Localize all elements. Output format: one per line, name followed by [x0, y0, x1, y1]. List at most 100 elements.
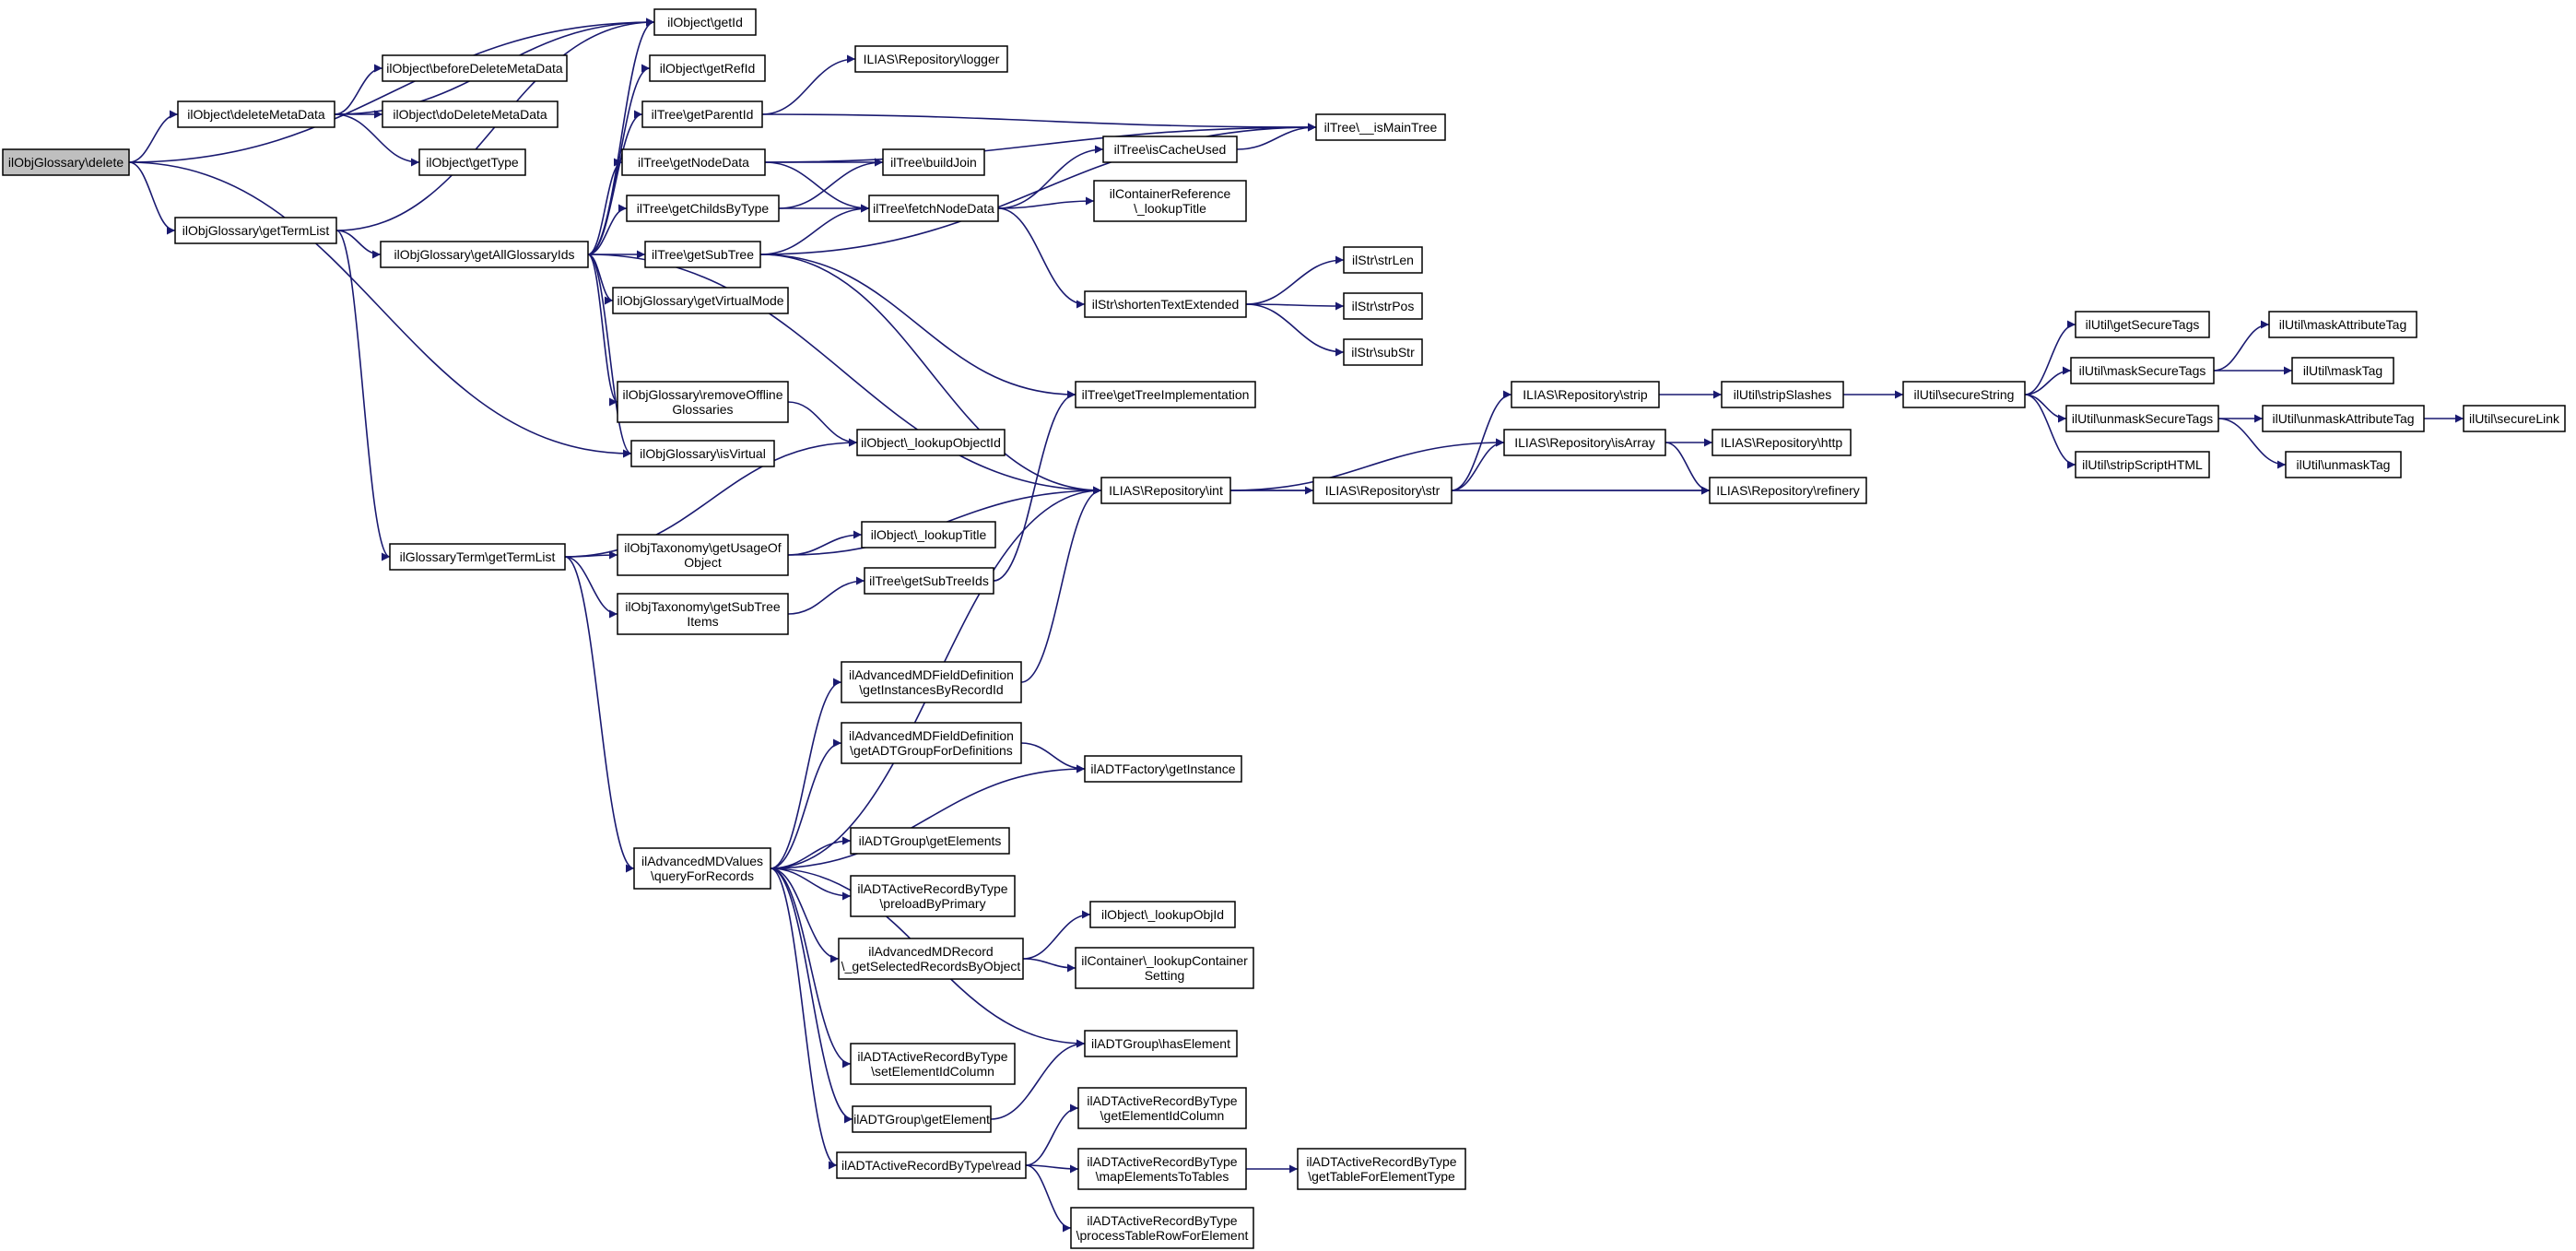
edge-n1-n7	[334, 113, 420, 167]
node-label: ilObject\_lookupObjId	[1101, 907, 1224, 922]
nodes-layer: ilObjGlossary\delete ilObject\deleteMetaD…	[2, 8, 2566, 1249]
call-graph-node[interactable]: ilUtil\secureString	[1902, 381, 2026, 408]
call-graph-node[interactable]: ilADTGroup\getElement	[852, 1105, 992, 1133]
call-graph-node[interactable]: ilStr\subStr	[1343, 338, 1423, 366]
node-box	[852, 1105, 992, 1133]
call-graph-node[interactable]: ilUtil\unmaskAttributeTag	[2262, 405, 2425, 432]
call-graph-node[interactable]: ilTree\getParentId	[641, 100, 763, 128]
call-graph-node[interactable]: ilObject\getType	[418, 148, 526, 176]
node-box	[838, 938, 1024, 980]
call-graph-node[interactable]: ilTree\getNodeData	[621, 148, 766, 176]
node-box	[2070, 357, 2215, 384]
node-label: ilTree\getChildsByType	[637, 201, 770, 216]
call-graph-node[interactable]: ilObject\_lookupObjectId	[856, 429, 1006, 456]
call-graph-node[interactable]: ILIAS\Repository\strip	[1511, 381, 1660, 408]
call-graph-node[interactable]: ilTree\getChildsByType	[626, 195, 780, 222]
edge-n8-n12	[587, 158, 623, 255]
call-graph-node[interactable]: ilUtil\maskSecureTags	[2070, 357, 2215, 384]
call-graph-node[interactable]: ilContainerReference\_lookupTitle	[1093, 180, 1247, 222]
call-graph-node[interactable]: ilTree\buildJoin	[882, 148, 985, 176]
call-graph-node[interactable]: ILIAS\Repository\refinery	[1709, 477, 1867, 504]
call-graph-node[interactable]: ilAdvancedMDFieldDefinition\getADTGroupF…	[841, 722, 1022, 764]
call-graph-node[interactable]: ilAdvancedMDRecord\_getSelectedRecordsBy…	[838, 938, 1024, 980]
edge-n9-n18	[564, 550, 618, 560]
call-graph-node[interactable]: ilTree\isCacheUsed	[1102, 136, 1238, 163]
call-graph-node[interactable]: ilADTFactory\getInstance	[1084, 755, 1242, 783]
call-graph-node[interactable]: ilADTActiveRecordByType\mapElementsToTab…	[1077, 1148, 1247, 1190]
call-graph-node[interactable]: ilStr\strLen	[1343, 246, 1423, 274]
node-box	[1093, 180, 1247, 222]
node-box	[1315, 113, 1446, 141]
call-graph-node[interactable]: ilObjGlossary\delete	[2, 148, 130, 176]
call-graph-node[interactable]: ilGlossaryTerm\getTermList	[389, 543, 566, 571]
call-graph-node[interactable]: ilObject\_lookupTitle	[861, 521, 996, 549]
edge-n34-n45	[1022, 958, 1076, 973]
node-box	[380, 241, 589, 268]
call-graph-node[interactable]: ilObjGlossary\getAllGlossaryIds	[380, 241, 589, 268]
call-graph-node[interactable]: ILIAS\Repository\logger	[854, 45, 1008, 73]
call-graph-node[interactable]: ilUtil\maskTag	[2291, 357, 2394, 384]
call-graph-node[interactable]: ilObject\getRefId	[649, 54, 766, 82]
node-label: ilObjTaxonomy\getSubTree	[625, 599, 781, 614]
call-graph-node[interactable]: ilObject\beforeDeleteMetaData	[382, 54, 568, 82]
node-label: ilTree\getParentId	[652, 107, 754, 122]
call-graph-node[interactable]: ilObject\doDeleteMetaData	[382, 100, 559, 128]
node-label: ilADTActiveRecordByType	[1087, 1093, 1237, 1108]
call-graph-node[interactable]: ilStr\strPos	[1343, 292, 1423, 320]
call-graph-node[interactable]: ilObjGlossary\isVirtual	[630, 440, 775, 467]
call-graph-node[interactable]: ilUtil\stripSlashes	[1721, 381, 1844, 408]
call-graph-node[interactable]: ilTree\getTreeImplementation	[1075, 381, 1256, 408]
call-graph-node[interactable]: ilUtil\unmaskSecureTags	[2065, 405, 2219, 432]
node-box	[617, 381, 789, 423]
call-graph-node[interactable]: ilObjGlossary\getTermList	[174, 217, 337, 244]
node-label: ILIAS\Repository\strip	[1523, 387, 1648, 402]
call-graph-node[interactable]: ilUtil\unmaskTag	[2285, 451, 2402, 478]
call-graph-node[interactable]: ILIAS\Repository\http	[1711, 429, 1852, 456]
call-graph-node[interactable]: ilStr\shortenTextExtended	[1084, 290, 1247, 318]
node-label: ilStr\subStr	[1351, 345, 1415, 360]
call-graph-node[interactable]: ilObject\getId	[653, 8, 757, 36]
call-graph-node[interactable]: ilADTActiveRecordByType\setElementIdColu…	[850, 1043, 1016, 1085]
call-graph-node[interactable]: ilADTGroup\getElements	[850, 827, 1010, 855]
node-label: ilContainerReference	[1110, 186, 1231, 201]
call-graph-node[interactable]: ilADTActiveRecordByType\read	[836, 1151, 1027, 1179]
node-label: ilADTActiveRecordByType	[1087, 1154, 1237, 1169]
node-box	[612, 287, 789, 314]
call-graph-node[interactable]: ilUtil\getSecureTags	[2075, 311, 2210, 338]
call-graph-node[interactable]: ilTree\getSubTree	[644, 241, 761, 268]
call-graph-node[interactable]: ilUtil\maskAttributeTag	[2268, 311, 2417, 338]
call-graph-node[interactable]: ilObject\_lookupObjId	[1089, 901, 1236, 928]
node-label: ilObject\deleteMetaData	[187, 107, 325, 122]
node-box	[836, 1151, 1027, 1179]
edge-n0-n1	[128, 110, 179, 163]
node-box	[1075, 381, 1256, 408]
call-graph-node[interactable]: ilUtil\stripScriptHTML	[2075, 451, 2210, 478]
call-graph-node[interactable]: ilADTActiveRecordByType\getElementIdColu…	[1077, 1087, 1247, 1129]
call-graph-node[interactable]: ilTree\fetchNodeData	[868, 195, 999, 222]
call-graph-node[interactable]: ilADTActiveRecordByType\processTableRowF…	[1070, 1207, 1254, 1249]
node-box	[868, 195, 999, 222]
call-graph-node[interactable]: ilAdvancedMDFieldDefinition\getInstances…	[841, 661, 1022, 703]
call-graph-node[interactable]: ilObject\deleteMetaData	[177, 100, 335, 128]
node-box	[856, 429, 1006, 456]
call-graph-node[interactable]: ilObjGlossary\getVirtualMode	[612, 287, 789, 314]
call-graph-node[interactable]: ilADTActiveRecordByType\getTableForEleme…	[1297, 1148, 1466, 1190]
call-graph-node[interactable]: ilAdvancedMDValues\queryForRecords	[633, 847, 771, 890]
edge-n11-n21	[761, 54, 856, 115]
node-label: ILIAS\Repository\str	[1325, 483, 1441, 498]
node-label: ilObject\getId	[667, 15, 743, 30]
call-graph-node[interactable]: ILIAS\Repository\isArray	[1503, 429, 1666, 456]
call-graph-node[interactable]: ilUtil\secureLink	[2463, 405, 2566, 432]
edge-n37-n47	[1025, 1103, 1079, 1166]
call-graph-node[interactable]: ILIAS\Repository\str	[1312, 477, 1453, 504]
call-graph-node[interactable]: ilTree\__isMainTree	[1315, 113, 1446, 141]
node-label: ilADTGroup\getElement	[853, 1112, 990, 1127]
call-graph-node[interactable]: ilTree\getSubTreeIds	[864, 567, 994, 595]
call-graph-node[interactable]: ilADTActiveRecordByType\preloadByPrimary	[850, 875, 1016, 917]
call-graph-node[interactable]: ILIAS\Repository\int	[1100, 477, 1231, 504]
call-graph-node[interactable]: ilADTGroup\hasElement	[1084, 1030, 1238, 1057]
